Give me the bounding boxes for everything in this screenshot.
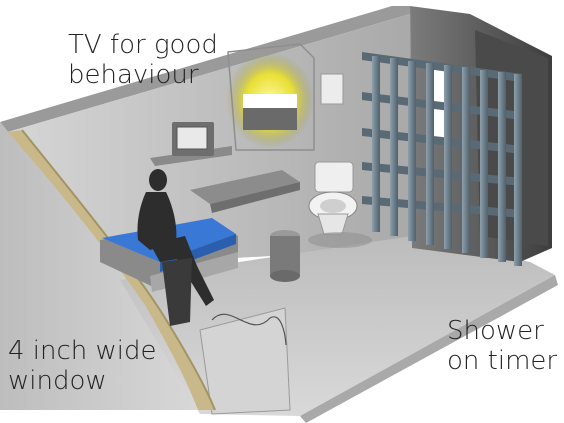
left-wall (0, 122, 200, 410)
wall-notice (320, 73, 344, 105)
light-surround (227, 43, 315, 151)
stool-base (270, 270, 300, 282)
wall-light-housing (243, 108, 297, 130)
label-window-line-1: 4 inch wide (8, 336, 157, 366)
label-window-line-2: window (8, 366, 107, 396)
label-shower-line-1: Shower (447, 316, 544, 346)
tv-screen (176, 126, 208, 150)
person-silhouette (137, 169, 214, 326)
stool-body (270, 236, 300, 276)
label-window: 4 inch wide window (8, 336, 157, 396)
label-tv-line-1: TV for good (68, 30, 218, 60)
ceiling (0, 6, 410, 132)
window-strip (8, 130, 215, 410)
cell-bars (362, 52, 522, 266)
label-tv-for-good-behaviour: TV for good behaviour (68, 30, 218, 90)
shower-curtain (211, 313, 287, 346)
floor-edge (300, 275, 558, 423)
label-shower-line-2: on timer (447, 346, 558, 376)
label-shower: Shower on timer (447, 316, 557, 376)
toilet-cistern (314, 161, 354, 193)
shower-tray (199, 307, 291, 415)
wall-light (243, 94, 297, 108)
toilet-shadow (308, 232, 372, 248)
window-strip-edge (21, 129, 216, 411)
door-panel (475, 30, 548, 246)
toilet-seat-hole (320, 199, 346, 213)
bars-verticals (372, 56, 522, 266)
desk-front (210, 182, 300, 213)
desk-top (190, 170, 300, 204)
label-tv-line-2: behaviour (68, 60, 199, 90)
